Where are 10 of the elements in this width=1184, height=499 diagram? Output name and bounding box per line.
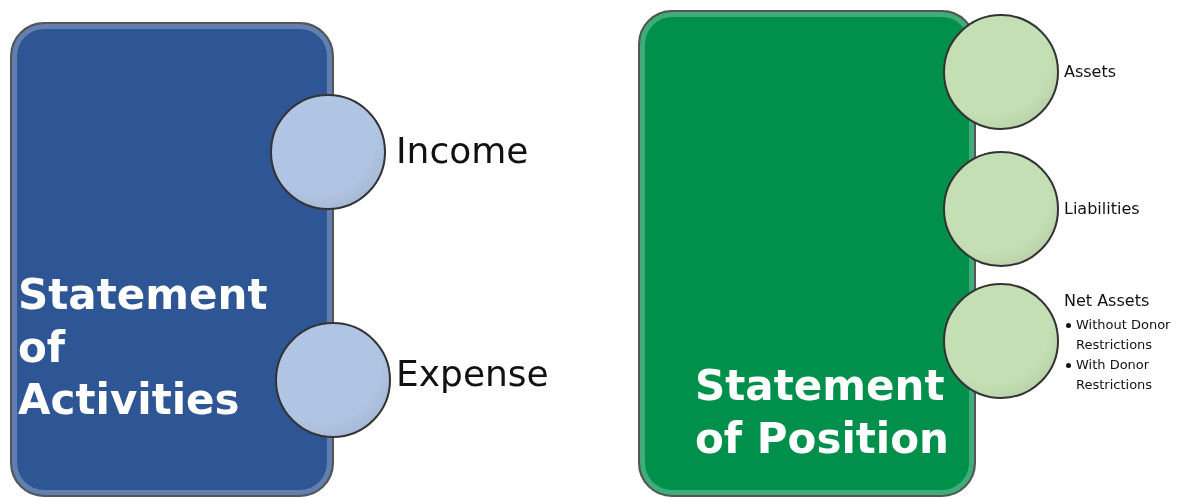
bullet-text: Without Donor Restrictions <box>1076 316 1172 354</box>
item-label: Expense <box>396 353 549 394</box>
rounded-panel <box>10 22 334 497</box>
item-label: Income <box>396 130 529 171</box>
bullet-text: With Donor Restrictions <box>1076 356 1154 394</box>
rounded-panel <box>638 10 976 497</box>
panel-title: Statement of Position <box>695 360 950 465</box>
item-label: Liabilities <box>1064 199 1140 218</box>
item-label: Assets <box>1064 62 1117 81</box>
item-label: Net Assets <box>1064 291 1150 310</box>
